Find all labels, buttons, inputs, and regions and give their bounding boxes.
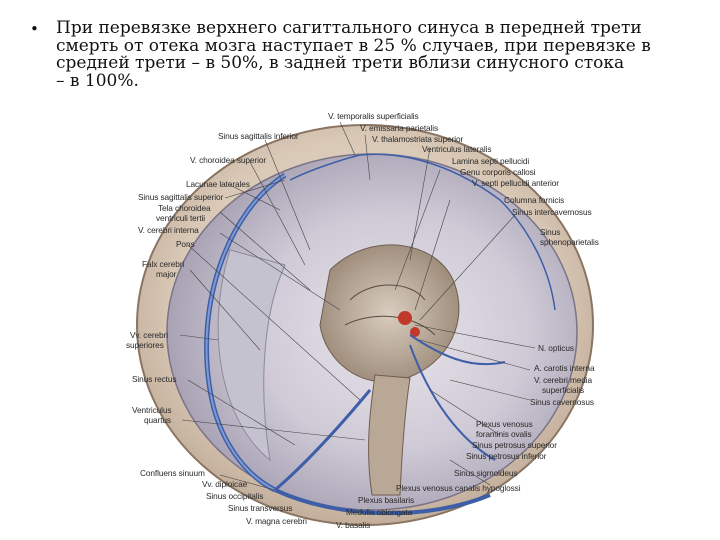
label-n-opticus: N. opticus bbox=[538, 343, 574, 353]
bullet-line: средней трети – в 50%, в задней трети вб… bbox=[56, 53, 625, 74]
transverse-sinus bbox=[274, 488, 491, 516]
label-v-thalamostriata-superior: V. thalamostriata superior bbox=[372, 134, 464, 144]
label-v-choroidea-superior: V. choroidea superior bbox=[190, 155, 267, 165]
label-v-septi-pellucidi-anterior: V. septi pellucidi anterior bbox=[472, 178, 559, 188]
bullet-marker: • bbox=[30, 20, 39, 38]
label-v-temporalis-superficialis: V. temporalis superficialis bbox=[328, 111, 419, 121]
label-superficialis: superficialis bbox=[542, 385, 585, 395]
label-plexus-basilaris: Plexus basilaris bbox=[358, 495, 415, 505]
label-falx-major: major bbox=[156, 269, 177, 279]
brainstem bbox=[368, 374, 411, 496]
label-plexus-venosus-canalis-hypoglossi: Plexus venosus canalis hypoglossi bbox=[396, 483, 521, 493]
brain-mass bbox=[319, 244, 460, 383]
label-v-cerebri-media: V. cerebri media bbox=[534, 375, 593, 385]
label-v-emissaria-parietalis: V. emissaria parietalis bbox=[360, 123, 439, 133]
label-v-basalis: V. basalis bbox=[336, 520, 371, 530]
label-superiores: superiores bbox=[126, 340, 164, 350]
label-vv-diploicae: Vv. diploicae bbox=[202, 479, 248, 489]
label-confluens-sinuum: Confluens sinuum bbox=[140, 468, 205, 478]
label-plexus-venosus: Plexus venosus bbox=[476, 419, 533, 429]
label-sinus: Sinus bbox=[540, 227, 561, 237]
bullet-item: • При перевязке верхнего сагиттального с… bbox=[30, 18, 700, 91]
label-ventriculus-lateralis: Ventriculus lateralis bbox=[422, 144, 492, 154]
label-foraminis-ovalis: foraminis ovalis bbox=[476, 429, 532, 439]
label-genu-corporis-callosi: Genu corporis callosi bbox=[460, 167, 536, 177]
label-columna-fornicis: Columna fornicis bbox=[504, 195, 565, 205]
label-sinus-rectus: Sinus rectus bbox=[132, 374, 177, 384]
leader-lines bbox=[179, 121, 536, 491]
label-a-carotis-interna: A. carotis interna bbox=[534, 363, 595, 373]
label-sinus-sagittalis-superior: Sinus sagittalis superior bbox=[138, 192, 224, 202]
label-pons: Pons bbox=[176, 239, 195, 249]
label-lamina-septi-pellucidi: Lamina septi pellucidi bbox=[452, 156, 530, 166]
label-tela-choroidea: Tela choroidea bbox=[158, 203, 211, 213]
carotid-artery bbox=[398, 311, 412, 325]
label-sinus-sagittalis-inferior: Sinus sagittalis inferior bbox=[218, 131, 299, 141]
label-v-cerebri-interna: V. cerebri interna bbox=[138, 225, 199, 235]
label-ventriculi-tertii: ventriculi tertii bbox=[156, 213, 206, 223]
label-sinus-intercavernosus: Sinus intercavernosus bbox=[512, 207, 592, 217]
label-sphenoparietalis: sphenoparietalis bbox=[540, 237, 599, 247]
label-medulla-oblongata: Medulla oblongata bbox=[346, 507, 413, 517]
straight-sinus bbox=[274, 389, 372, 492]
label-sinus-cavernosus: Sinus cavernosus bbox=[530, 397, 594, 407]
label-sinus-sigmoideus: Sinus sigmoideus bbox=[454, 468, 518, 478]
falx-cerebri bbox=[217, 249, 286, 462]
bullet-line: – в 100%. bbox=[56, 70, 139, 91]
label-ventriculus: Ventriculus bbox=[132, 405, 172, 415]
label-lacunae-laterales: Lacunae laterales bbox=[186, 179, 250, 189]
skull-dural-sinus-drawing bbox=[136, 121, 594, 526]
label-sinus-petrosus-superior: Sinus petrosus superior bbox=[472, 440, 557, 450]
bullet-line: смерть от отека мозга наступает в 25 % с… bbox=[56, 35, 651, 56]
anatomy-illustration: Sinus sagittalis inferior V. choroidea s… bbox=[110, 100, 600, 540]
label-v-magna-cerebri: V. magna cerebri bbox=[246, 516, 307, 526]
label-falx-cerebri: Falx cerebri bbox=[142, 259, 185, 269]
label-vv-cerebri: Vv. cerebri bbox=[130, 330, 168, 340]
label-sinus-transversus: Sinus transversus bbox=[228, 503, 293, 513]
label-sinus-occipitalis: Sinus occipitalis bbox=[206, 491, 264, 501]
bullet-text: При перевязке верхнего сагиттального син… bbox=[56, 18, 700, 91]
label-sinus-petrosus-inferior: Sinus petrosus inferior bbox=[466, 451, 547, 461]
bullet-line: При перевязке верхнего сагиттального син… bbox=[56, 18, 642, 38]
label-quartus: quartus bbox=[144, 415, 171, 425]
